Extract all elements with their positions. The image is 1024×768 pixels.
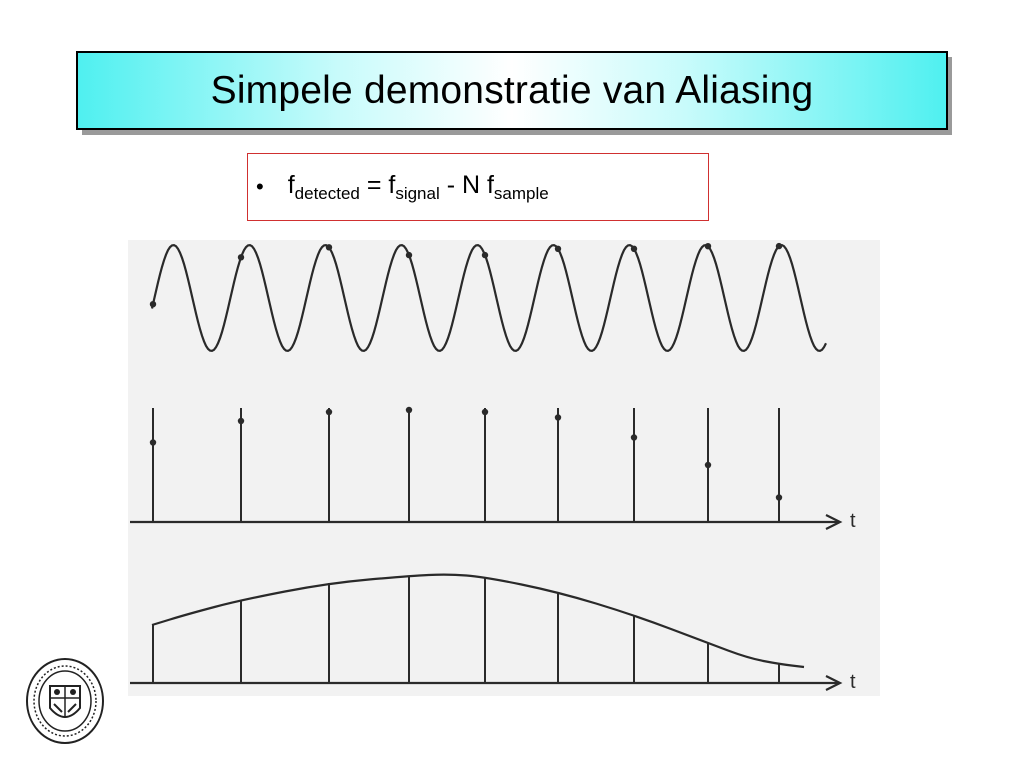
figure-paper [128, 240, 880, 696]
formula-f-detected: f [287, 170, 295, 199]
formula-sub-signal: signal [395, 183, 440, 203]
reconstructed-axis-arrowhead [825, 675, 843, 691]
sampled-axis-label: t [850, 510, 856, 532]
signal-sample-dot [405, 251, 413, 259]
stem-sample-dot [237, 417, 245, 425]
stem-sample-dot [630, 434, 638, 441]
sampled-axis-arrowhead [825, 514, 843, 530]
slide-title: Simpele demonstratie van Aliasing [210, 68, 814, 112]
aliasing-figure: t t [128, 240, 880, 696]
aliased-low-frequency-wave [151, 573, 805, 669]
sample-stems [149, 406, 783, 522]
reconstructed-axis-label: t [850, 671, 856, 693]
signal-sample-dot [630, 245, 638, 252]
signal-sample-dot [481, 251, 489, 259]
stem-sample-dot [481, 408, 489, 416]
bullet-dot: • [256, 174, 264, 199]
seal-icon [26, 658, 104, 744]
formula-sub-sample: sample [493, 183, 549, 203]
stem-sample-dot [325, 408, 333, 416]
aliasing-formula: fdetected = fsignal - N fsample [288, 171, 549, 204]
stem-sample-dot [149, 439, 157, 446]
formula-sub-detected: detected [294, 183, 360, 203]
university-seal-logo [24, 656, 106, 746]
title-banner: Simpele demonstratie van Aliasing [76, 51, 948, 130]
signal-sample-dot [704, 243, 712, 250]
formula-minus-n-f: - N f [439, 170, 494, 199]
stem-sample-dot [405, 406, 413, 414]
sample-points-on-signal [149, 242, 783, 308]
signal-sample-dot [554, 245, 562, 252]
formula-eq-f-signal: = f [359, 170, 396, 199]
signal-sample-dot [325, 244, 333, 251]
high-frequency-signal-wave [150, 243, 827, 353]
signal-sample-dot [775, 242, 783, 250]
stem-sample-dot [775, 494, 783, 501]
reconstruction-vertical-lines [152, 576, 780, 683]
aliasing-sketch: t t [128, 240, 880, 696]
stem-sample-dot [704, 461, 712, 469]
formula-box: • fdetected = fsignal - N fsample [247, 153, 709, 221]
stem-sample-dot [554, 414, 562, 421]
signal-sample-dot [149, 301, 157, 308]
signal-sample-dot [237, 254, 245, 261]
